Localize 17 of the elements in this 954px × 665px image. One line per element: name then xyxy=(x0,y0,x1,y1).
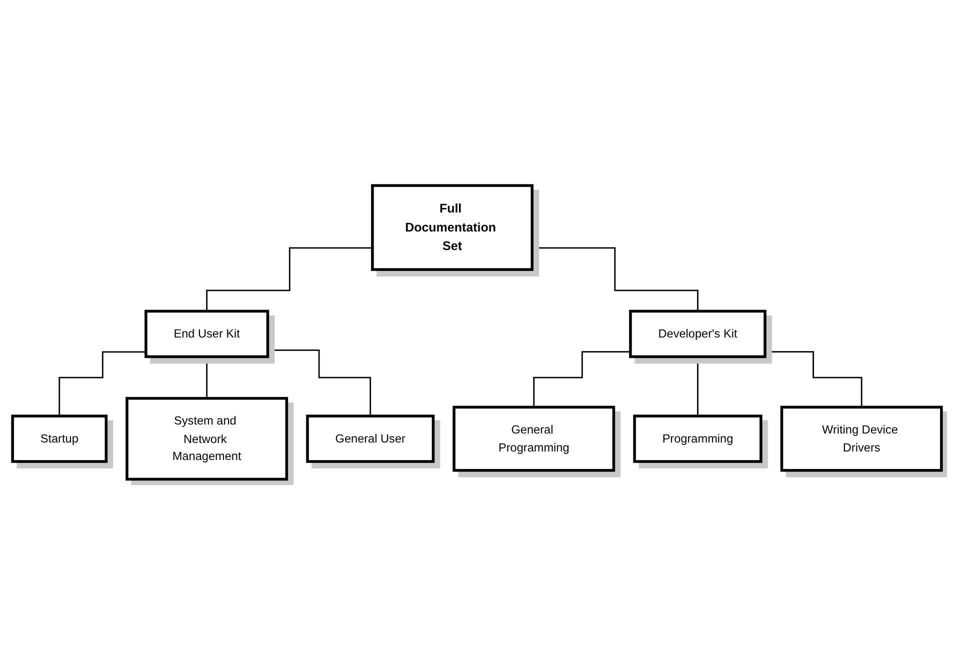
node-box: Writing Device Drivers xyxy=(780,406,943,472)
node-box: General User xyxy=(306,414,435,463)
node-box: Full Documentation Set xyxy=(371,184,534,272)
connector xyxy=(58,351,146,417)
connector xyxy=(206,356,208,400)
connector xyxy=(765,351,862,408)
connector xyxy=(532,247,698,312)
node-box: Programming xyxy=(633,414,762,463)
connector xyxy=(206,247,372,312)
node-box: General Programming xyxy=(452,406,616,472)
node-box: Startup xyxy=(11,414,108,463)
connector xyxy=(697,356,698,417)
node-box: End User Kit xyxy=(144,310,270,358)
connector xyxy=(533,351,630,408)
node-box: System and Network Management xyxy=(126,397,288,481)
connector xyxy=(268,350,372,417)
node-box: Developer's Kit xyxy=(629,310,766,358)
